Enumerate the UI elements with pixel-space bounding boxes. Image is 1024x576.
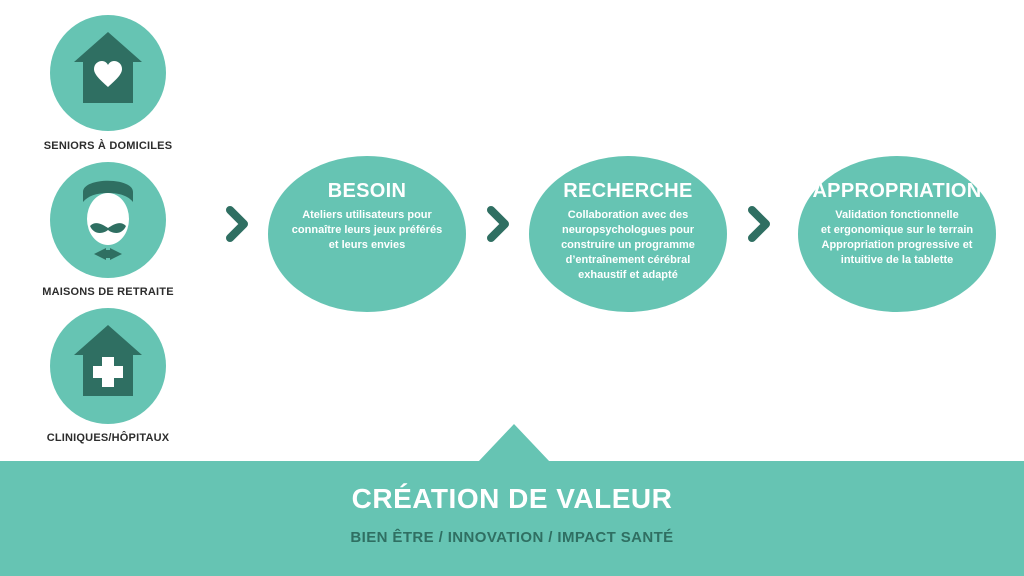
house-medical-cross-icon (74, 325, 142, 396)
mustache-man-icon (83, 180, 133, 260)
step-description-line: Collaboration avec des (567, 209, 689, 221)
step-description-line: exhaustif et adapté (578, 269, 678, 281)
segment-label-seniors: SENIORS À DOMICILES (43, 140, 173, 152)
step-description-line: neuropsychologues pour (561, 224, 694, 236)
banner-title: CRÉATION DE VALEUR (351, 483, 673, 514)
step-besoin: BESOIN Ateliers utilisateurs pour connaî… (268, 156, 466, 312)
segment-circle-cliniques (50, 308, 166, 424)
step-description-line: connaître leurs jeux préférés (291, 224, 443, 236)
segment-label-maisons: MAISONS DE RETRAITE (42, 286, 174, 298)
chevron-right-icon (748, 206, 770, 242)
step-title: BESOIN (327, 180, 407, 202)
step-description-line: et ergonomique sur le terrain (820, 224, 974, 236)
chevron-right-icon (487, 206, 509, 242)
step-description: Validation fonctionnelle et ergonomique … (814, 208, 980, 268)
step-title: RECHERCHE (563, 180, 693, 202)
house-heart-icon (74, 32, 142, 103)
step-description-line: d’entraînement cérébral (565, 254, 691, 266)
step-appropriation: APPROPRIATION Validation fonctionnelle e… (798, 156, 996, 312)
step-description-line: et leurs envies (328, 239, 406, 251)
step-description-line: Validation fonctionnelle (835, 209, 959, 221)
step-description-line: Ateliers utilisateurs pour (302, 209, 432, 221)
value-banner (0, 461, 1024, 576)
step-description: Ateliers utilisateurs pour connaître leu… (284, 208, 450, 253)
segment-circle-seniors (50, 15, 166, 131)
step-description-line: Appropriation progressive et (821, 239, 973, 251)
chevron-right-icon (226, 206, 248, 242)
segment-circle-maisons (50, 162, 166, 278)
step-description: Collaboration avec des neuropsychologues… (545, 208, 711, 283)
step-description-line: intuitive de la tablette (840, 254, 954, 266)
step-title: APPROPRIATION (812, 180, 982, 202)
step-recherche: RECHERCHE Collaboration avec des neurops… (529, 156, 727, 312)
segment-label-cliniques: CLINIQUES/HÔPITAUX (46, 432, 170, 444)
step-description-line: construire un programme (561, 239, 695, 251)
banner-subtitle: BIEN ÊTRE / INNOVATION / IMPACT SANTÉ (350, 529, 674, 546)
